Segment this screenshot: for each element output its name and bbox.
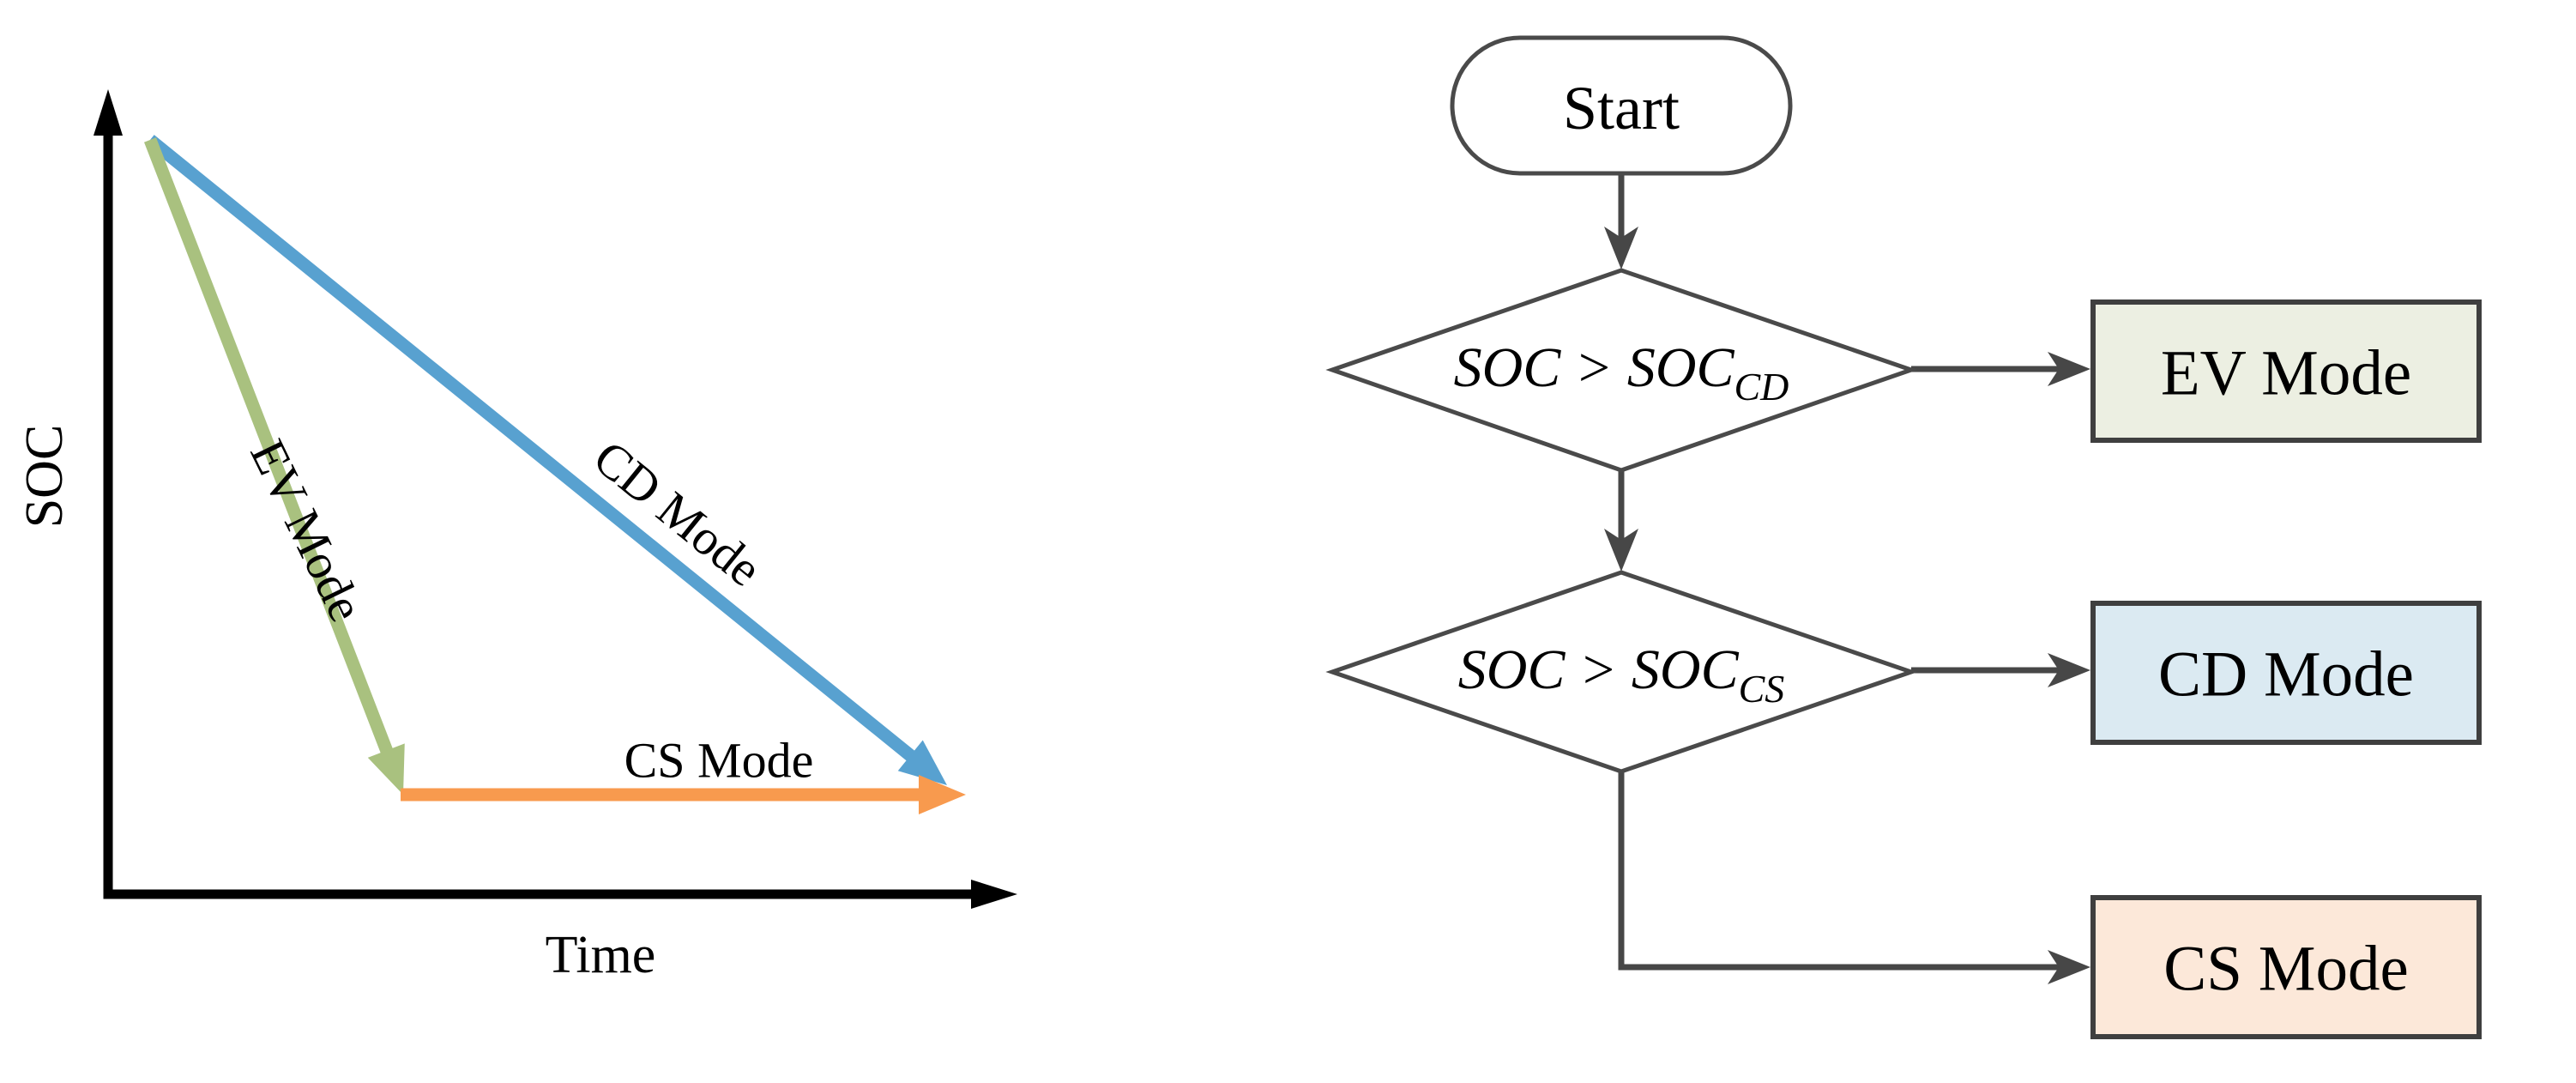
ev-mode-box	[2090, 299, 2482, 443]
connector-ev-arrowhead-icon	[2048, 352, 2090, 386]
decision-soc-cd-sub: CD	[1734, 365, 1789, 408]
cs-mode-line-label: CS Mode	[624, 733, 814, 789]
connector-decision2-to-cs	[1618, 771, 2060, 971]
axes-lines	[103, 130, 976, 899]
cs-mode-box	[2090, 895, 2482, 1039]
ev-mode-arrowhead-icon	[367, 743, 405, 795]
decision-soc-cs-main: SOC > SOC	[1458, 638, 1740, 701]
cs-mode-box-label: CS Mode	[2163, 934, 2408, 1005]
cd-mode-box	[2090, 601, 2482, 745]
start-node	[1450, 35, 1793, 176]
ev-mode-box-label: EV Mode	[2161, 338, 2411, 409]
connector-cd-arrowhead-icon	[2048, 653, 2090, 687]
x-axis-arrowhead-icon	[971, 880, 1017, 909]
connector-cs-arrowhead-icon	[2048, 950, 2090, 984]
decision-soc-cd	[1325, 268, 1918, 473]
decision-soc-cs	[1325, 570, 1918, 774]
cd-mode-box-label: CD Mode	[2158, 639, 2414, 711]
mode-flowchart: Start SOC > SOCCD SOC > SOCCS EV Mode CD…	[1325, 35, 2482, 1039]
connector-decision1-arrowhead-icon	[1604, 529, 1638, 572]
decision-soc-cd-label: SOC > SOCCD	[1454, 336, 1789, 408]
decision-soc-cs-sub: CS	[1739, 667, 1785, 711]
decision-soc-cs-label: SOC > SOCCS	[1458, 638, 1785, 711]
connector-start-arrowhead-icon	[1604, 227, 1638, 269]
y-axis-arrowhead-icon	[94, 89, 123, 136]
soc-time-chart: SOC Time EV Mode CD Mode CS Mode	[15, 89, 1017, 984]
cd-mode-arrowhead-icon	[897, 740, 947, 785]
decision-soc-cd-main: SOC > SOC	[1454, 336, 1735, 399]
start-node-label: Start	[1563, 74, 1680, 142]
ev-mode-line	[144, 137, 394, 756]
cs-mode-arrowhead-icon	[919, 775, 966, 814]
x-axis-label: Time	[546, 926, 656, 984]
ev-mode-line-label: EV Mode	[239, 431, 375, 630]
cd-mode-line	[146, 135, 915, 761]
y-axis-label: SOC	[15, 425, 74, 529]
